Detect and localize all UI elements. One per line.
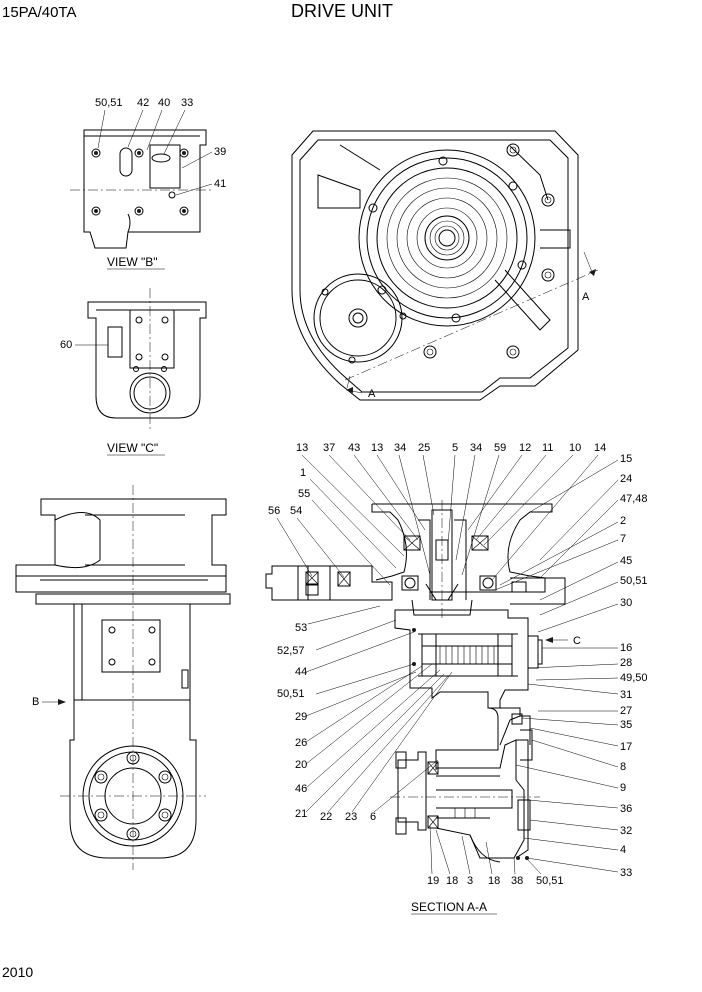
label-5: 5 (452, 442, 458, 454)
view-arrow-c: C (573, 635, 581, 647)
view-b-drawing (70, 129, 214, 249)
label-24: 24 (620, 473, 632, 485)
label-23: 23 (345, 811, 357, 823)
label-27: 27 (620, 705, 632, 717)
label-36: 36 (620, 803, 632, 815)
label-12: 12 (519, 442, 531, 454)
label-8: 8 (620, 761, 626, 773)
leader-lines (276, 454, 619, 875)
label-view-b-39: 39 (214, 146, 226, 158)
label-31: 31 (620, 689, 632, 701)
label-29: 29 (295, 711, 307, 723)
label-7: 7 (620, 533, 626, 545)
label-6: 6 (370, 811, 376, 823)
label-19: 19 (427, 875, 439, 887)
label-21: 21 (295, 808, 307, 820)
label-11: 11 (542, 442, 553, 454)
label-28: 28 (620, 657, 632, 669)
label-view-b-33: 33 (181, 97, 193, 109)
label-47-48: 47,48 (620, 493, 648, 505)
label-50-51-bottom: 50,51 (536, 875, 564, 887)
label-2: 2 (620, 515, 626, 527)
view-c-caption: VIEW "C" (107, 441, 158, 455)
label-33: 33 (620, 867, 632, 879)
section-arrow-a-top: A (582, 291, 590, 303)
label-1: 1 (300, 467, 306, 479)
label-34-b: 34 (470, 442, 482, 454)
label-37: 37 (323, 442, 335, 454)
label-32: 32 (620, 825, 632, 837)
label-10: 10 (569, 442, 581, 454)
section-arrow-a-bottom: A (368, 388, 376, 400)
label-53: 53 (295, 622, 307, 634)
section-a-a-caption: SECTION A-A (411, 900, 487, 914)
label-56: 56 (268, 505, 280, 517)
label-9: 9 (620, 782, 626, 794)
label-22: 22 (320, 811, 332, 823)
label-4: 4 (620, 844, 626, 856)
label-59: 59 (494, 442, 506, 454)
label-25: 25 (418, 442, 430, 454)
view-c-drawing (87, 288, 207, 430)
view-arrow-b: B (32, 696, 39, 708)
diagram-title: DRIVE UNIT (291, 1, 393, 21)
front-view-drawing (291, 130, 599, 401)
label-18-b: 18 (488, 875, 500, 887)
label-view-b-41: 41 (214, 178, 226, 190)
label-46: 46 (295, 783, 307, 795)
section-a-a-drawing (265, 500, 566, 863)
label-17: 17 (620, 741, 632, 753)
page-number: 2010 (2, 964, 33, 980)
label-16: 16 (620, 642, 632, 654)
label-50-51-left: 50,51 (277, 688, 305, 700)
label-45: 45 (620, 555, 632, 567)
label-view-c-60: 60 (60, 339, 72, 351)
label-44: 44 (295, 666, 307, 678)
label-38: 38 (511, 875, 523, 887)
label-15: 15 (620, 453, 632, 465)
label-55: 55 (298, 488, 310, 500)
label-35: 35 (620, 719, 632, 731)
view-b-caption: VIEW "B" (107, 255, 158, 269)
label-26: 26 (295, 737, 307, 749)
label-14: 14 (594, 442, 606, 454)
label-34-a: 34 (394, 442, 406, 454)
label-13-b: 13 (371, 442, 383, 454)
model-number: 15PA/40TA (2, 4, 77, 21)
label-30: 30 (620, 597, 632, 609)
label-3: 3 (467, 875, 473, 887)
label-52-57: 52,57 (277, 645, 305, 657)
label-49-50: 49,50 (620, 672, 648, 684)
label-50-51-right: 50,51 (620, 575, 648, 587)
label-13-a: 13 (296, 442, 308, 454)
label-18-a: 18 (446, 875, 458, 887)
label-view-b-42: 42 (137, 97, 149, 109)
label-view-b-50-51: 50,51 (95, 97, 123, 109)
side-view-drawing (15, 485, 231, 870)
label-view-b-40: 40 (158, 97, 170, 109)
label-54: 54 (290, 505, 302, 517)
label-43: 43 (348, 442, 360, 454)
label-20: 20 (295, 759, 307, 771)
